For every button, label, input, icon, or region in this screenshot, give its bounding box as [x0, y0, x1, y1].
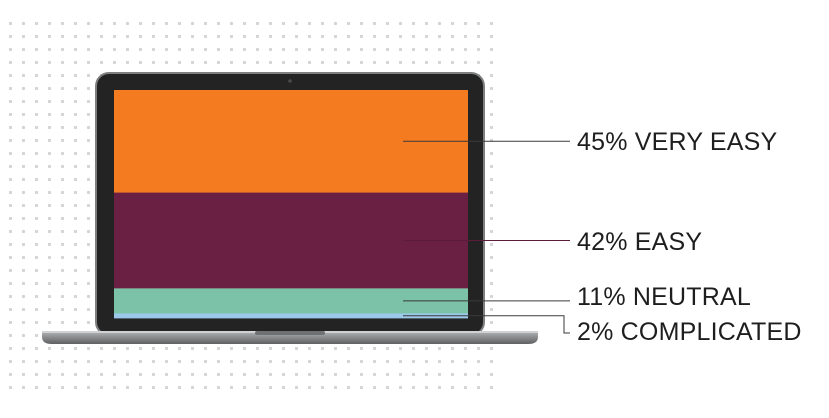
data-label-neutral: 11% NEUTRAL	[577, 283, 752, 311]
laptop-base	[42, 331, 538, 344]
data-label-very-easy: 45% VERY EASY	[577, 128, 778, 156]
bar-segment-complicated	[114, 313, 468, 319]
data-label-complicated: 2% COMPLICATED	[577, 318, 802, 346]
leader-line-complicated	[403, 315, 570, 334]
laptop-icon	[42, 72, 538, 344]
data-label-easy: 42% EASY	[577, 228, 703, 256]
trackpad-notch	[255, 331, 325, 335]
webcam-icon	[288, 79, 292, 83]
stacked-bar	[114, 90, 468, 319]
leader-lines	[403, 140, 570, 334]
